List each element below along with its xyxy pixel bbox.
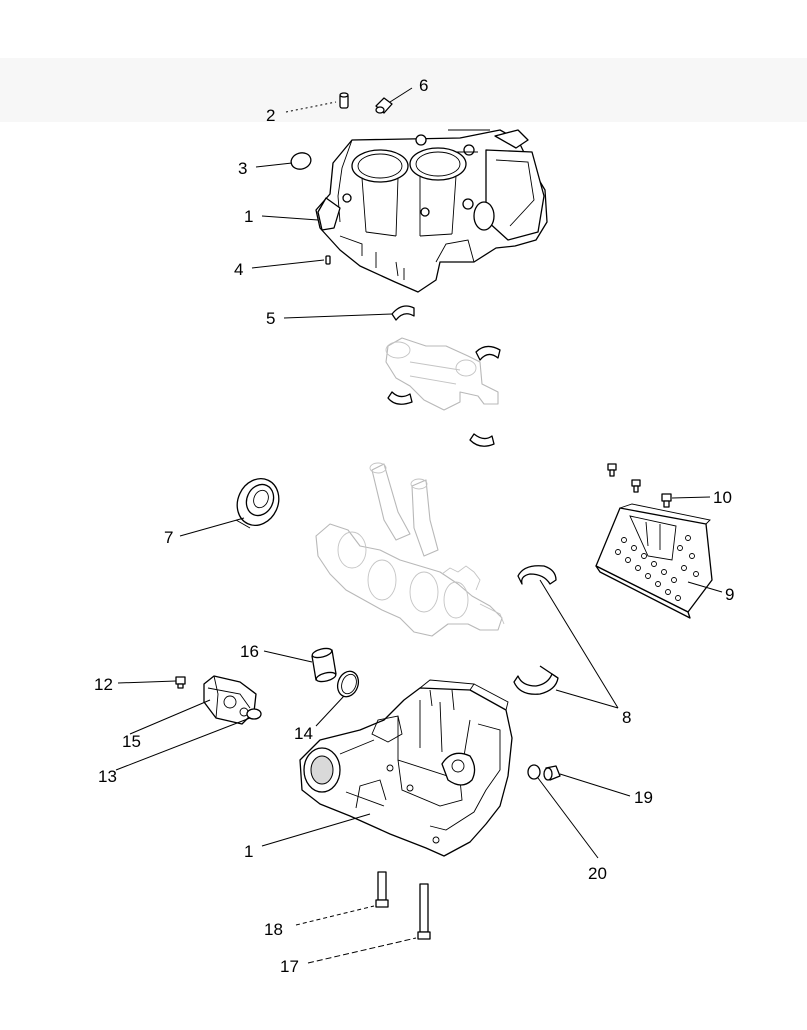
- callout-10: 10: [713, 488, 732, 507]
- part-8-bearing-shells: [513, 565, 559, 695]
- bearing-shell-upper-right: [475, 345, 501, 361]
- part-10-bolts: [607, 463, 672, 508]
- bearing-shell-upper-left: [387, 391, 413, 405]
- balance-shaft-ghost: [385, 337, 499, 411]
- callout-5: 5: [266, 309, 275, 328]
- callout-7: 7: [164, 528, 173, 547]
- part-13-o-ring: [246, 708, 262, 720]
- part-19-drain-plug: [543, 765, 561, 781]
- bearing-shell-lower: [469, 433, 495, 447]
- callout-13: 13: [98, 767, 117, 786]
- callout-8: 8: [622, 708, 631, 727]
- callout-9: 9: [725, 585, 734, 604]
- part-17-bolt: [417, 883, 431, 940]
- part-14-ring: [336, 670, 360, 698]
- callout-labels: 2 6 3 1 4 5 7 10 9 16 12 15 14 13 8 19 2…: [94, 76, 734, 976]
- callout-20: 20: [588, 864, 607, 883]
- callout-6: 6: [419, 76, 428, 95]
- part-1-upper-crankcase: [315, 129, 548, 293]
- callout-15: 15: [122, 732, 141, 751]
- callout-12: 12: [94, 675, 113, 694]
- callout-2: 2: [266, 106, 275, 125]
- scan-band: [0, 58, 807, 122]
- callout-17: 17: [280, 957, 299, 976]
- part-20-washer: [527, 764, 541, 780]
- callout-16: 16: [240, 642, 259, 661]
- callout-18: 18: [264, 920, 283, 939]
- part-2-dowel-pin: [339, 92, 349, 109]
- part-16-bushing: [311, 647, 337, 683]
- crankshaft-ghost: [315, 462, 505, 637]
- part-18-bolt: [375, 871, 389, 908]
- callout-19: 19: [634, 788, 653, 807]
- part-6-sleeve: [375, 97, 393, 114]
- part-5-bearing-shell: [391, 305, 415, 321]
- callout-14: 14: [294, 724, 313, 743]
- part-1-lower-crankcase: [299, 679, 513, 857]
- part-7-oil-seal: [235, 478, 280, 529]
- part-3-plug: [290, 152, 312, 170]
- callout-4: 4: [234, 260, 243, 279]
- callout-1-lower: 1: [244, 842, 253, 861]
- part-4-pin: [325, 255, 331, 265]
- part-12-bolt: [175, 676, 186, 689]
- callout-3: 3: [238, 159, 247, 178]
- leader-lines: [115, 87, 723, 964]
- part-9-baffle-plate: [595, 503, 713, 619]
- callout-1-upper: 1: [244, 207, 253, 226]
